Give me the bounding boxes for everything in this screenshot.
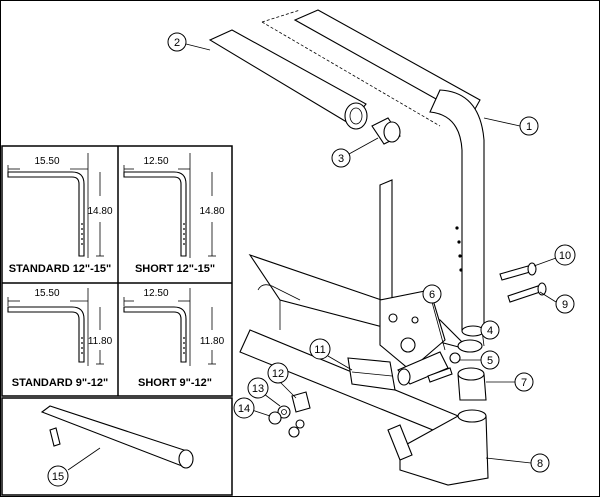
callout-1: 1 <box>483 116 539 136</box>
svg-text:SHORT 9"-12": SHORT 9"-12" <box>138 377 212 389</box>
svg-text:14.80: 14.80 <box>199 206 224 217</box>
svg-text:12: 12 <box>272 368 284 380</box>
svg-text:7: 7 <box>521 377 527 389</box>
svg-text:SHORT 12"-15": SHORT 12"-15" <box>135 263 215 275</box>
callout-2: 2 <box>167 32 211 52</box>
callout-12: 12 <box>267 362 297 399</box>
svg-text:9: 9 <box>562 299 568 311</box>
pin-inset: 15 <box>1 397 233 496</box>
callout-6: 6 <box>422 284 446 351</box>
callout-10: 10 <box>533 244 576 267</box>
svg-text:STANDARD 9"-12": STANDARD 9"-12" <box>12 377 108 389</box>
svg-text:14: 14 <box>238 403 250 415</box>
panel-standard-12-15: 15.50 14.80 STANDARD 12"-15" <box>7 153 113 275</box>
svg-text:13: 13 <box>252 383 264 395</box>
hinge-bracket <box>379 289 449 386</box>
svg-text:15.50: 15.50 <box>34 156 59 167</box>
panel-short-12-15: 12.50 14.80 SHORT 12"-15" <box>123 153 225 275</box>
svg-text:11.80: 11.80 <box>200 336 225 347</box>
callout-14: 14 <box>233 397 271 419</box>
frame-side-rail <box>239 179 481 446</box>
callout-3: 3 <box>331 137 379 168</box>
svg-text:15: 15 <box>52 471 64 483</box>
svg-text:1: 1 <box>526 121 532 133</box>
svg-text:15.50: 15.50 <box>34 288 59 299</box>
svg-text:11.80: 11.80 <box>88 336 113 347</box>
bolts <box>499 262 547 303</box>
clamp-bracket <box>347 357 396 391</box>
callout-9: 9 <box>539 291 575 314</box>
svg-text:14.80: 14.80 <box>87 206 112 217</box>
panel-standard-9-12: 15.50 11.80 STANDARD 9"-12" <box>7 288 113 389</box>
callout-13: 13 <box>247 377 281 407</box>
handle-grip-tubes <box>208 9 481 130</box>
svg-text:11: 11 <box>314 344 325 356</box>
panel-short-9-12: 12.50 11.80 SHORT 9"-12" <box>123 288 225 389</box>
bushing-and-washer <box>427 339 483 383</box>
main-assembly <box>208 9 547 486</box>
svg-text:6: 6 <box>429 289 435 301</box>
sleeve <box>457 367 487 401</box>
callout-4: 4 <box>480 320 500 347</box>
svg-text:5: 5 <box>487 355 493 367</box>
callout-7: 7 <box>486 372 534 392</box>
svg-text:2: 2 <box>174 37 180 49</box>
callout-8: 8 <box>485 453 550 473</box>
svg-text:12.50: 12.50 <box>143 288 168 299</box>
svg-text:8: 8 <box>537 458 543 470</box>
callout-15: 15 <box>47 447 101 487</box>
callout-5: 5 <box>460 350 500 370</box>
size-chart-inset <box>1 145 233 397</box>
nut-and-washers <box>268 391 311 438</box>
svg-text:10: 10 <box>559 250 571 262</box>
svg-text:STANDARD 12"-15": STANDARD 12"-15" <box>9 263 112 275</box>
svg-text:12.50: 12.50 <box>143 156 168 167</box>
end-plug <box>371 117 401 145</box>
svg-text:3: 3 <box>338 153 344 165</box>
callout-11: 11 <box>309 338 353 371</box>
lower-socket <box>387 409 489 486</box>
svg-text:4: 4 <box>487 325 493 337</box>
